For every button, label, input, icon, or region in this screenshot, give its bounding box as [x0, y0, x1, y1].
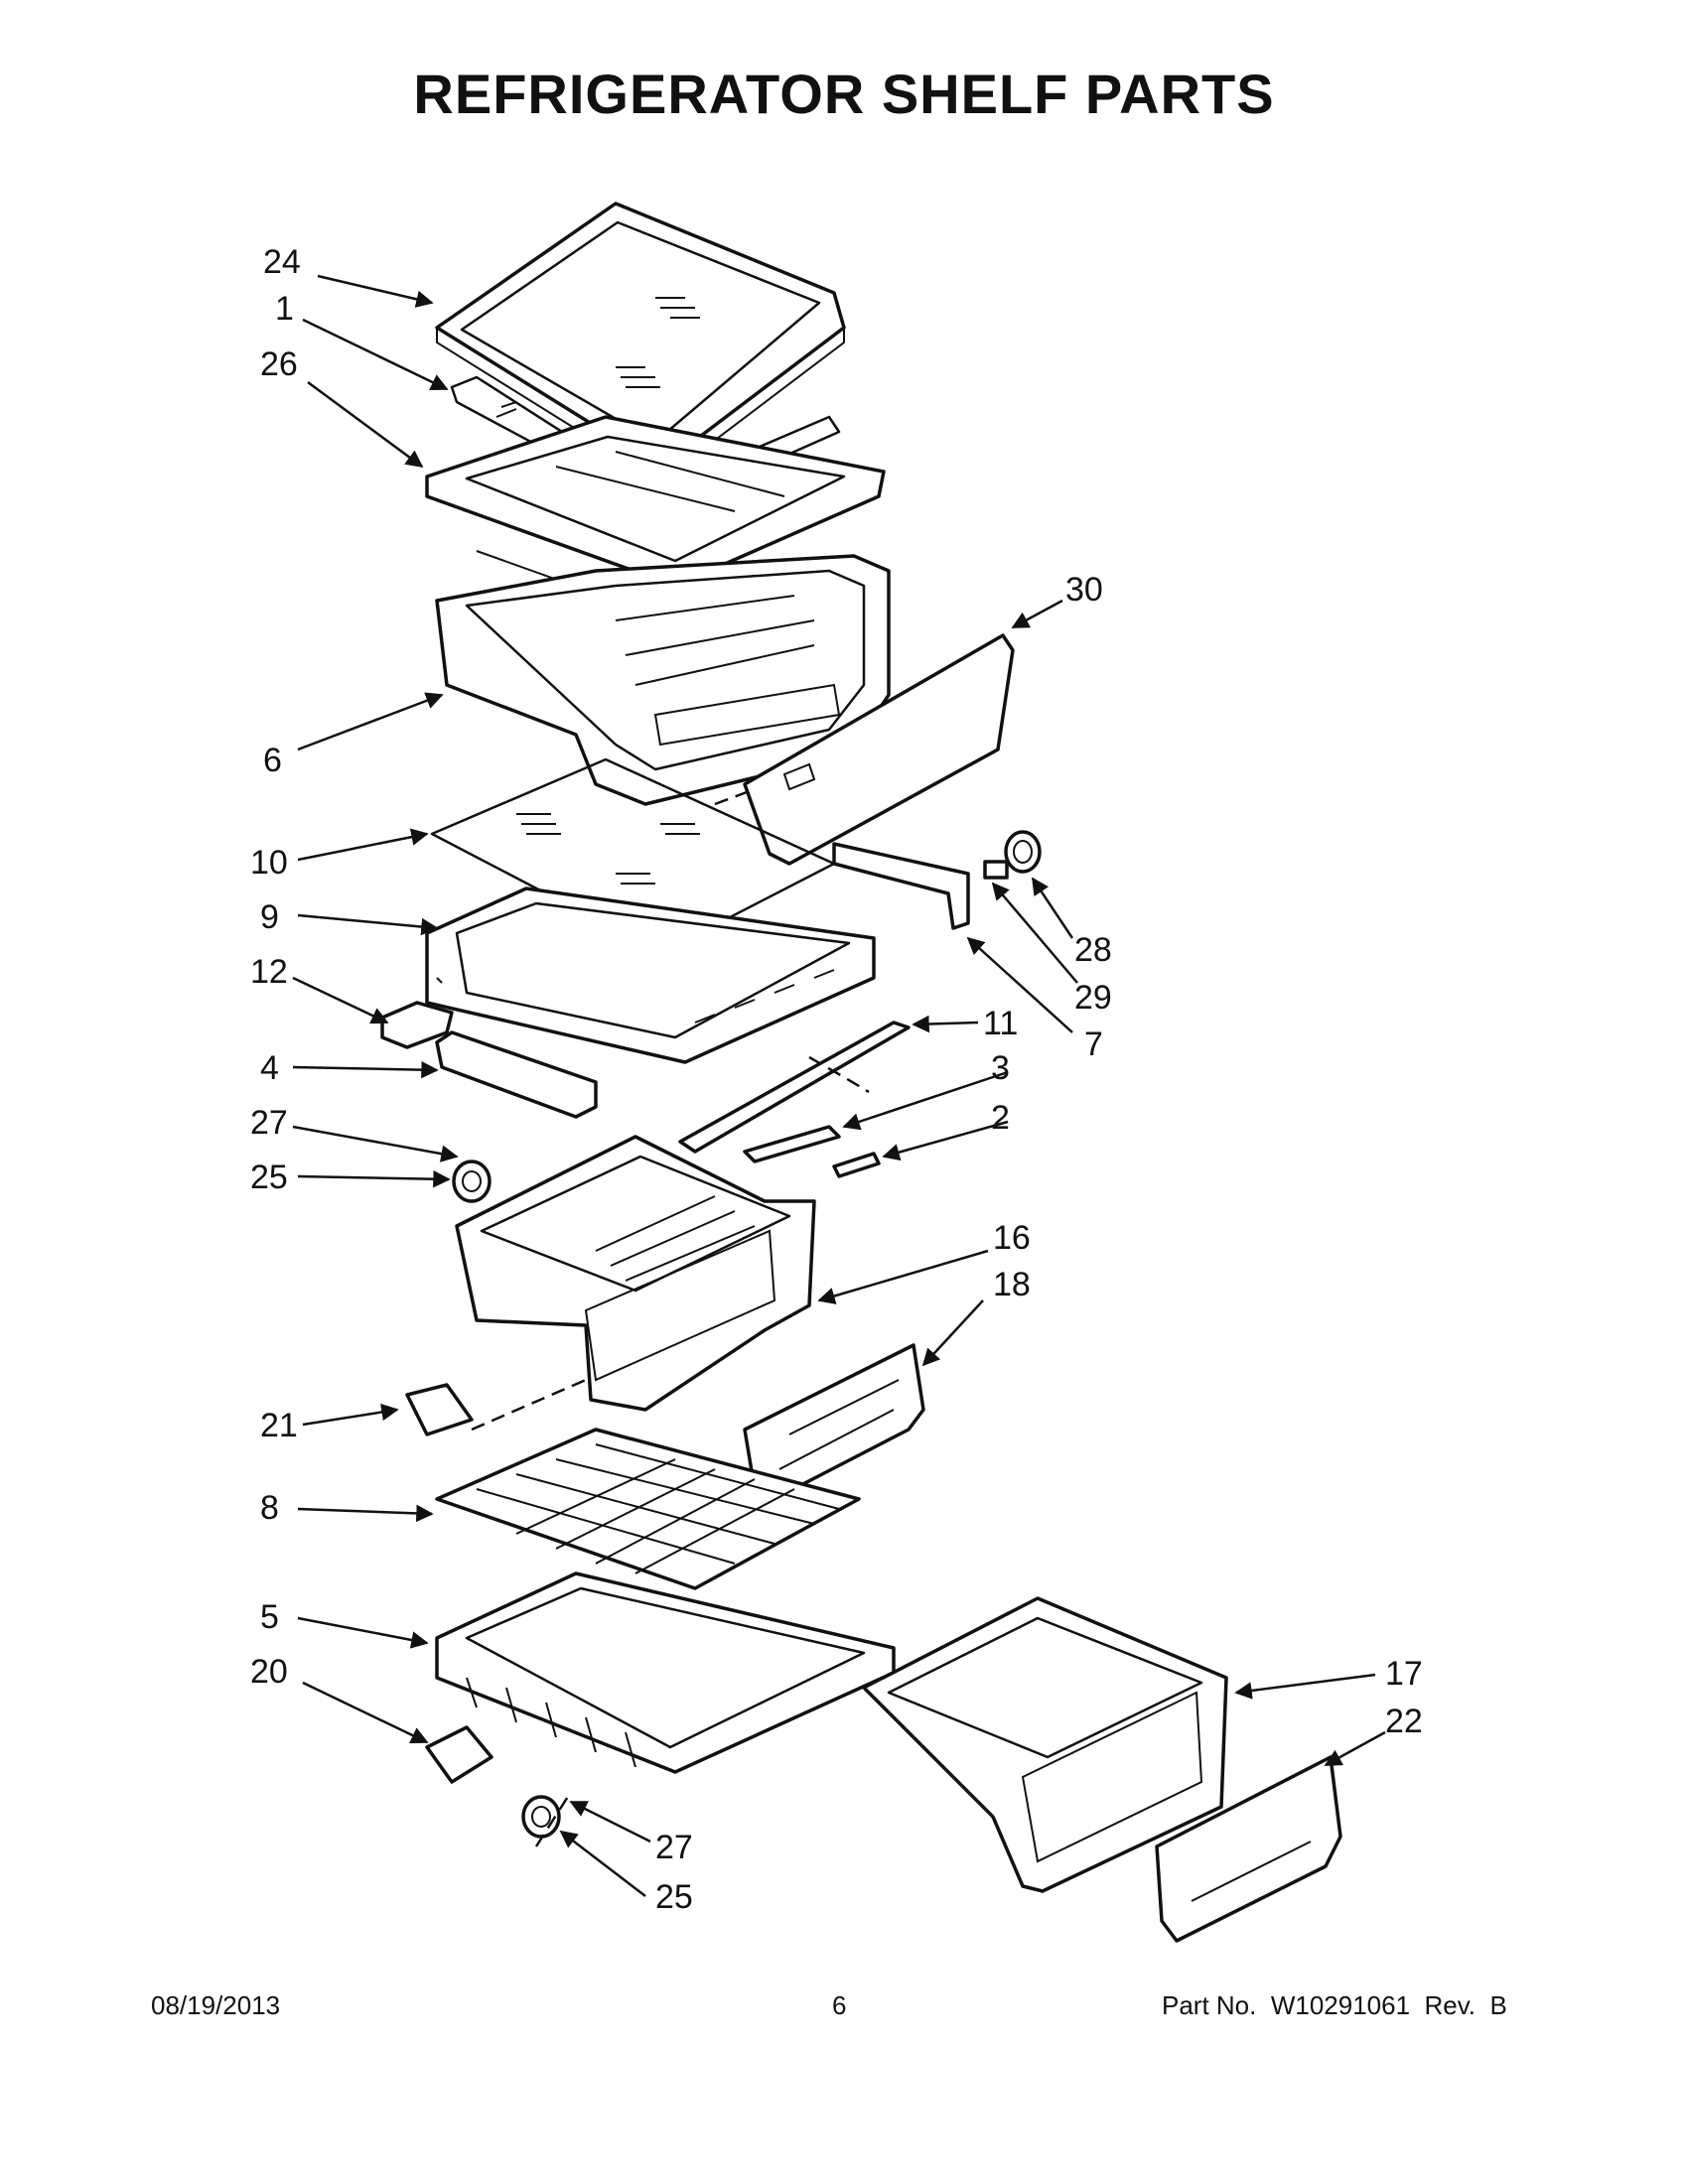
leader-7 — [966, 936, 1073, 1033]
part-12-end-cap — [380, 1001, 454, 1049]
leader-9 — [297, 913, 439, 936]
callout-3: 3 — [991, 1049, 1010, 1087]
callout-27-upper: 27 — [250, 1104, 288, 1142]
part-25-knob-upper — [452, 1160, 492, 1203]
leader-21 — [302, 1403, 399, 1427]
callout-1: 1 — [275, 290, 294, 328]
leader-10 — [297, 828, 429, 862]
callout-9: 9 — [260, 898, 279, 936]
leader-18 — [921, 1299, 984, 1367]
leader-12 — [292, 976, 389, 1024]
callout-10: 10 — [250, 844, 288, 882]
part-25-knob-lower — [521, 1795, 561, 1839]
callout-22: 22 — [1385, 1703, 1423, 1740]
page-title: REFRIGERATOR SHELF PARTS — [413, 63, 1275, 125]
callout-21: 21 — [260, 1407, 298, 1444]
leader-29 — [991, 882, 1078, 984]
part-1-shelf-bracket — [450, 375, 841, 513]
leader-11 — [912, 1015, 979, 1033]
leader-25-lower — [559, 1830, 646, 1897]
leader-26 — [307, 380, 424, 469]
part-11-trim-strip — [678, 1021, 911, 1154]
part-21-clip — [405, 1383, 474, 1436]
part-20-clip — [425, 1725, 493, 1784]
callout-11: 11 — [983, 1005, 1018, 1042]
part-2-clip — [832, 1152, 881, 1178]
part-16-crisper-drawer — [455, 1135, 816, 1412]
callout-17: 17 — [1385, 1655, 1423, 1693]
footer-date: 08/19/2013 — [151, 1990, 281, 2020]
leader-24 — [317, 274, 434, 308]
callout-8: 8 — [260, 1489, 279, 1527]
footer-page-number: 6 — [832, 1990, 847, 2020]
part-29-screw — [983, 860, 1009, 880]
part-17-crisper-drawer — [862, 1596, 1228, 1893]
callout-16: 16 — [993, 1219, 1031, 1257]
callout-25-upper: 25 — [250, 1159, 288, 1196]
leader-22 — [1324, 1730, 1386, 1767]
leader-16 — [817, 1249, 989, 1304]
leader-1 — [302, 318, 449, 391]
leader-25-upper — [297, 1169, 451, 1188]
leader-8 — [297, 1504, 434, 1523]
part-4-shelf-rail — [435, 1030, 598, 1119]
callout-12: 12 — [250, 953, 288, 991]
callout-24: 24 — [263, 243, 301, 281]
callout-2: 2 — [991, 1099, 1010, 1137]
callout-27-lower: 27 — [655, 1829, 693, 1866]
footer-part-number: Part No. W10291061 Rev. B — [1162, 1990, 1507, 2020]
leader-3 — [842, 1070, 1009, 1131]
callout-29: 29 — [1074, 979, 1112, 1017]
callout-28: 28 — [1074, 931, 1112, 969]
leader-17 — [1234, 1673, 1376, 1700]
part-8-grille-shelf — [435, 1428, 861, 1590]
callout-25-lower: 25 — [655, 1878, 693, 1916]
callout-7: 7 — [1084, 1025, 1103, 1063]
leader-30 — [1011, 599, 1063, 629]
callout-5: 5 — [260, 1598, 279, 1636]
part-5-crisper-frame — [435, 1571, 896, 1774]
part-18-crisper-front — [743, 1343, 925, 1506]
part-26-crisper-cover — [425, 415, 886, 626]
callout-20: 20 — [250, 1653, 288, 1691]
leader-27-lower — [569, 1800, 651, 1843]
callout-4: 4 — [260, 1049, 279, 1087]
part-9-shelf-frame — [425, 887, 876, 1064]
callout-30: 30 — [1065, 571, 1103, 609]
leader-28 — [1031, 877, 1074, 939]
callout-26: 26 — [260, 345, 298, 383]
leader-27-upper — [292, 1125, 459, 1162]
leader-4 — [292, 1060, 439, 1079]
part-3-bracket — [743, 1125, 841, 1163]
leader-2 — [882, 1120, 1009, 1161]
callout-6: 6 — [263, 742, 282, 779]
part-30-front-trim — [743, 633, 1015, 866]
part-7-slide-rail — [832, 842, 970, 930]
leader-20 — [302, 1681, 429, 1744]
part-28-knob — [1004, 830, 1042, 874]
leader-6 — [297, 692, 444, 751]
leader-5 — [297, 1616, 429, 1649]
callout-18: 18 — [993, 1266, 1031, 1303]
